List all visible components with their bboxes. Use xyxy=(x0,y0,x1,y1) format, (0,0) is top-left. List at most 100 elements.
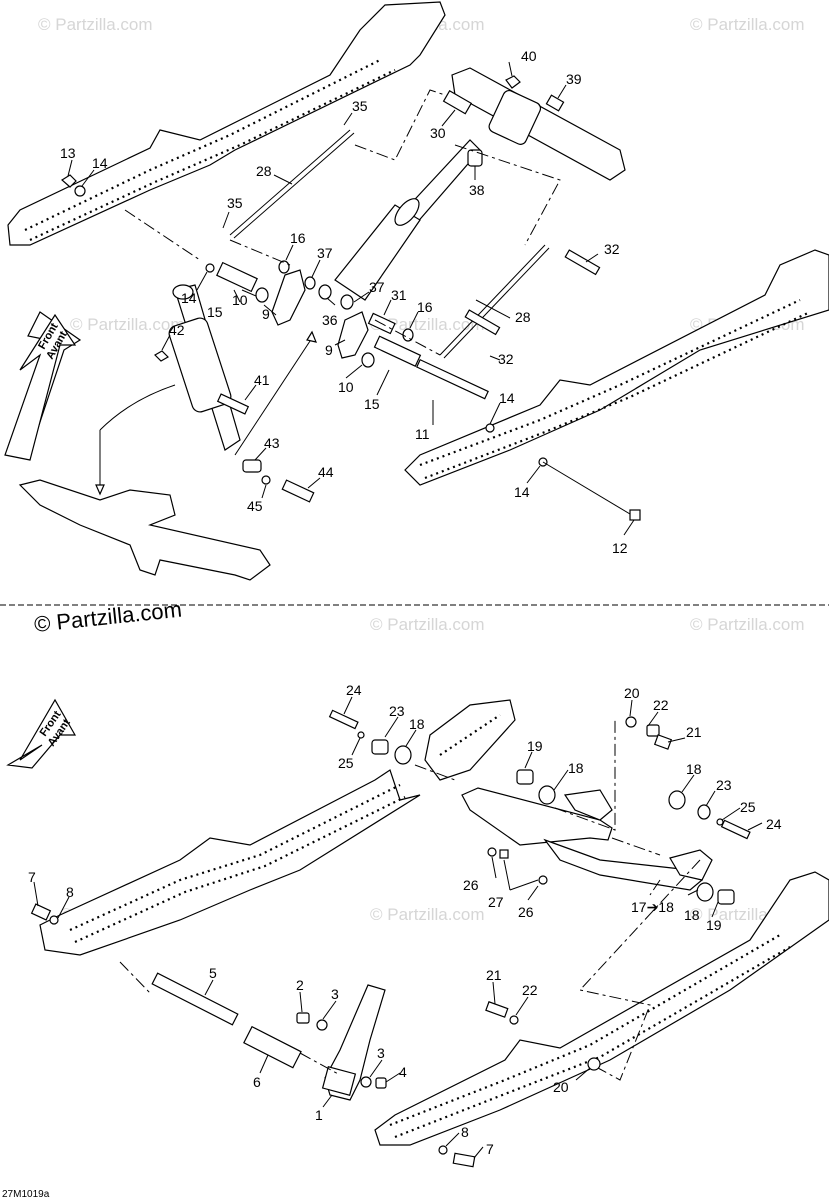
spacer-43 xyxy=(242,459,262,473)
callout-10: 10 xyxy=(338,379,354,395)
bushing-19-top xyxy=(516,769,534,785)
bracket-plate xyxy=(424,699,516,781)
callout-35: 35 xyxy=(227,195,243,211)
washer-3-low xyxy=(360,1076,372,1088)
callout-42: 42 xyxy=(169,322,185,338)
drawing-id: 27M1019a xyxy=(2,1189,50,1200)
tube-15 xyxy=(373,335,422,367)
callout-12: 12 xyxy=(612,540,628,556)
callout-39: 39 xyxy=(566,71,582,87)
bolt-44 xyxy=(281,479,315,503)
callout-18: 18 xyxy=(409,716,425,732)
front-arrow-lower: Front Avant xyxy=(6,698,77,769)
callout-25: 25 xyxy=(338,755,354,771)
callout-43: 43 xyxy=(264,435,280,451)
right-rail-lower xyxy=(374,871,829,1146)
bolt-24-top xyxy=(328,709,359,730)
callout-38: 38 xyxy=(469,182,485,198)
left-rail-upper xyxy=(7,1,446,246)
bolt-21-top xyxy=(653,734,673,750)
callout-7: 7 xyxy=(486,1141,494,1157)
washer-22-low xyxy=(509,1015,519,1025)
callout-37: 37 xyxy=(317,245,333,261)
callout-35: 35 xyxy=(352,98,368,114)
spacer-38 xyxy=(467,149,483,167)
callout-9: 9 xyxy=(325,342,333,358)
front-arrow-upper: Front Avant xyxy=(4,311,82,461)
callout-11: 11 xyxy=(415,426,430,442)
copyright-label: © Partzilla.com xyxy=(33,597,183,637)
callout-37: 37 xyxy=(369,279,385,295)
bolt-39 xyxy=(545,94,565,112)
bushing-18-mid xyxy=(538,785,556,805)
callout-13: 13 xyxy=(60,145,76,161)
callout-19: 19 xyxy=(527,738,543,754)
callout-23: 23 xyxy=(716,777,732,793)
callout-28: 28 xyxy=(256,163,272,179)
bolt-32-lower xyxy=(464,309,501,336)
callout-16: 16 xyxy=(290,230,306,246)
callout-24: 24 xyxy=(766,816,782,832)
callout-18: 18 xyxy=(686,761,702,777)
callout-14: 14 xyxy=(92,155,108,171)
bushing-18-right xyxy=(668,790,686,810)
bushing-10-left xyxy=(255,287,269,303)
callout-22: 22 xyxy=(653,697,669,713)
tube-30 xyxy=(442,89,473,115)
nut-40 xyxy=(505,75,521,89)
callout-40: 40 xyxy=(521,48,537,64)
watermark: © Partzilla.com xyxy=(370,315,485,334)
callout-14: 14 xyxy=(514,484,530,500)
callout-21: 21 xyxy=(686,724,702,740)
upper-callouts: 40 39 35 30 13 14 28 38 35 16 37 32 14 1… xyxy=(60,48,628,556)
watermark: © Partzilla.com xyxy=(690,15,805,34)
rear-arm xyxy=(461,787,613,846)
callout-23: 23 xyxy=(389,703,405,719)
callout-25: 25 xyxy=(740,799,756,815)
callout-28: 28 xyxy=(515,309,531,325)
link-arm-right xyxy=(337,311,369,359)
callout-30: 30 xyxy=(430,125,446,141)
bolt-32-upper xyxy=(564,249,601,276)
callout-26: 26 xyxy=(463,877,479,893)
callout-15: 15 xyxy=(364,396,380,412)
upper-assembly: Front Avant xyxy=(4,1,829,581)
callout-20: 20 xyxy=(553,1079,569,1095)
callout-16: 16 xyxy=(417,299,433,315)
callout-2: 2 xyxy=(296,977,304,993)
callout-18: 18 xyxy=(568,760,584,776)
callout-24: 24 xyxy=(346,682,362,698)
tube-6 xyxy=(243,1025,302,1069)
bushing-23-top xyxy=(371,739,389,755)
callout-18: 18 xyxy=(684,907,700,923)
callout-8: 8 xyxy=(66,884,74,900)
rod-28-right xyxy=(439,244,546,356)
callout-14: 14 xyxy=(181,290,197,306)
callout-31: 31 xyxy=(391,287,407,303)
rod-5 xyxy=(151,972,239,1026)
callout-15: 15 xyxy=(207,304,223,320)
washer-8-bottom xyxy=(438,1145,448,1155)
callout-21: 21 xyxy=(486,967,502,983)
callout-8: 8 xyxy=(461,1124,469,1140)
callout-20: 20 xyxy=(624,685,640,701)
watermark: © Partzilla.com xyxy=(70,315,185,334)
bolt-7-bottom xyxy=(452,1152,476,1168)
shaft-11 xyxy=(415,358,489,400)
bushing-10-right xyxy=(361,352,375,368)
callout-10: 10 xyxy=(232,292,248,308)
bushing-22-top xyxy=(646,724,660,737)
callout-45: 45 xyxy=(247,498,263,514)
callout-6: 6 xyxy=(253,1074,261,1090)
callout-32: 32 xyxy=(498,351,514,367)
callout-26: 26 xyxy=(518,904,534,920)
callout-14: 14 xyxy=(499,390,515,406)
bushing-19-low xyxy=(717,889,735,905)
washer-45 xyxy=(261,475,271,485)
bushing-18-low xyxy=(696,882,714,902)
callout-9: 9 xyxy=(262,306,270,322)
front-arm-frame xyxy=(18,479,271,581)
watermark: © Partzilla.com xyxy=(370,615,485,634)
callout-17-18: 17➔18 xyxy=(631,899,674,915)
